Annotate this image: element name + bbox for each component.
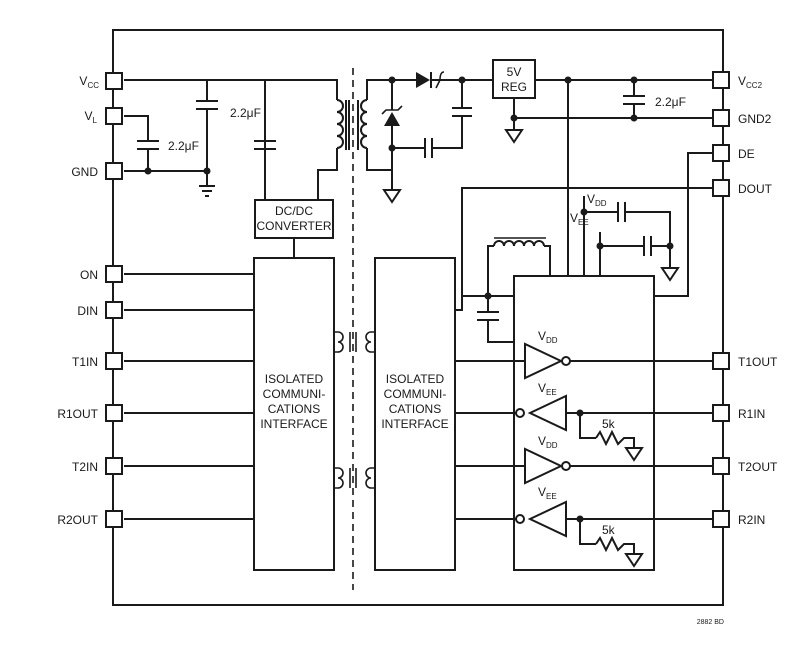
reg-label-1: 5V: [507, 65, 522, 79]
vdd-label-top: VDD: [587, 192, 607, 208]
label-dout: DOUT: [738, 182, 773, 196]
label-gnd2: GND2: [738, 112, 772, 126]
pin-vcc: [105, 72, 123, 90]
cap-vl-label: 2.2μF: [168, 139, 199, 153]
vee-label-top: VEE: [570, 211, 589, 227]
pin-r2out: [105, 510, 123, 528]
dcdc-label-1: DC/DC: [275, 204, 313, 218]
pin-vl: [105, 107, 123, 125]
isolated-interface-left: [253, 257, 335, 571]
label-vcc: VCC: [79, 74, 99, 90]
label-de: DE: [738, 147, 755, 161]
vee-label-driver2: VEE: [538, 485, 557, 501]
label-t2out: T2OUT: [738, 460, 778, 474]
rs232-transceiver: [513, 275, 655, 571]
pin-on: [105, 265, 123, 283]
figure-id: 2882 BD: [697, 619, 724, 626]
pin-r1out: [105, 404, 123, 422]
vdd-label-driver1: VDD: [538, 329, 558, 345]
coupling-transformer-top: [334, 331, 375, 353]
driver-1-symbol: [524, 342, 564, 380]
label-t1in: T1IN: [72, 355, 98, 369]
pin-r2in: [712, 510, 730, 528]
reg-label-2: REG: [501, 80, 527, 94]
label-r1in: R1IN: [738, 407, 765, 421]
pin-vcc2: [712, 71, 730, 89]
pin-r1in: [712, 404, 730, 422]
pin-gnd: [105, 162, 123, 180]
label-din: DIN: [77, 304, 98, 318]
cap-vcc2-label: 2.2μF: [655, 95, 686, 109]
label-t2in: T2IN: [72, 460, 98, 474]
dcdc-converter: [254, 199, 334, 239]
label-vcc2: VCC2: [738, 74, 763, 90]
iso-right-line-3: CATIONS: [389, 402, 441, 416]
res1-label: 5k: [602, 417, 616, 431]
driver-2-symbol: [524, 447, 564, 485]
iso-right-line-1: ISOLATED: [386, 372, 445, 386]
vdd-label-driver2: VDD: [538, 434, 558, 450]
res2-label: 5k: [602, 523, 616, 537]
iso-right-line-4: INTERFACE: [381, 417, 448, 431]
pin-t2out: [712, 457, 730, 475]
zener-diode: [384, 112, 400, 126]
pin-t1out: [712, 352, 730, 370]
isolated-interface-right: [374, 257, 456, 571]
cap-vcc-label: 2.2μF: [230, 106, 261, 120]
label-r2out: R2OUT: [57, 513, 98, 527]
iso-left-line-2: COMMUNI-: [263, 387, 326, 401]
label-gnd: GND: [71, 165, 98, 179]
pin-t1in: [105, 352, 123, 370]
coupling-transformer-bottom: [334, 467, 375, 489]
label-r2in: R2IN: [738, 513, 765, 527]
iso-right-line-2: COMMUNI-: [384, 387, 447, 401]
pin-gnd2: [712, 109, 730, 127]
iso-left-line-1: ISOLATED: [265, 372, 324, 386]
resistor-5k-1: [595, 429, 635, 448]
pin-din: [105, 301, 123, 319]
dcdc-label-2: CONVERTER: [256, 219, 331, 233]
resistor-5k-2: [595, 535, 635, 554]
iso-left-line-3: CATIONS: [268, 402, 320, 416]
iso-left-line-4: INTERFACE: [260, 417, 327, 431]
pin-t2in: [105, 457, 123, 475]
label-t1out: T1OUT: [738, 355, 778, 369]
label-r1out: R1OUT: [57, 407, 98, 421]
label-on: ON: [80, 268, 98, 282]
label-vl: VL: [85, 109, 98, 125]
pin-de: [712, 144, 730, 162]
pin-dout: [712, 179, 730, 197]
vee-label-driver1: VEE: [538, 381, 557, 397]
rectifier-diode: [416, 72, 430, 88]
